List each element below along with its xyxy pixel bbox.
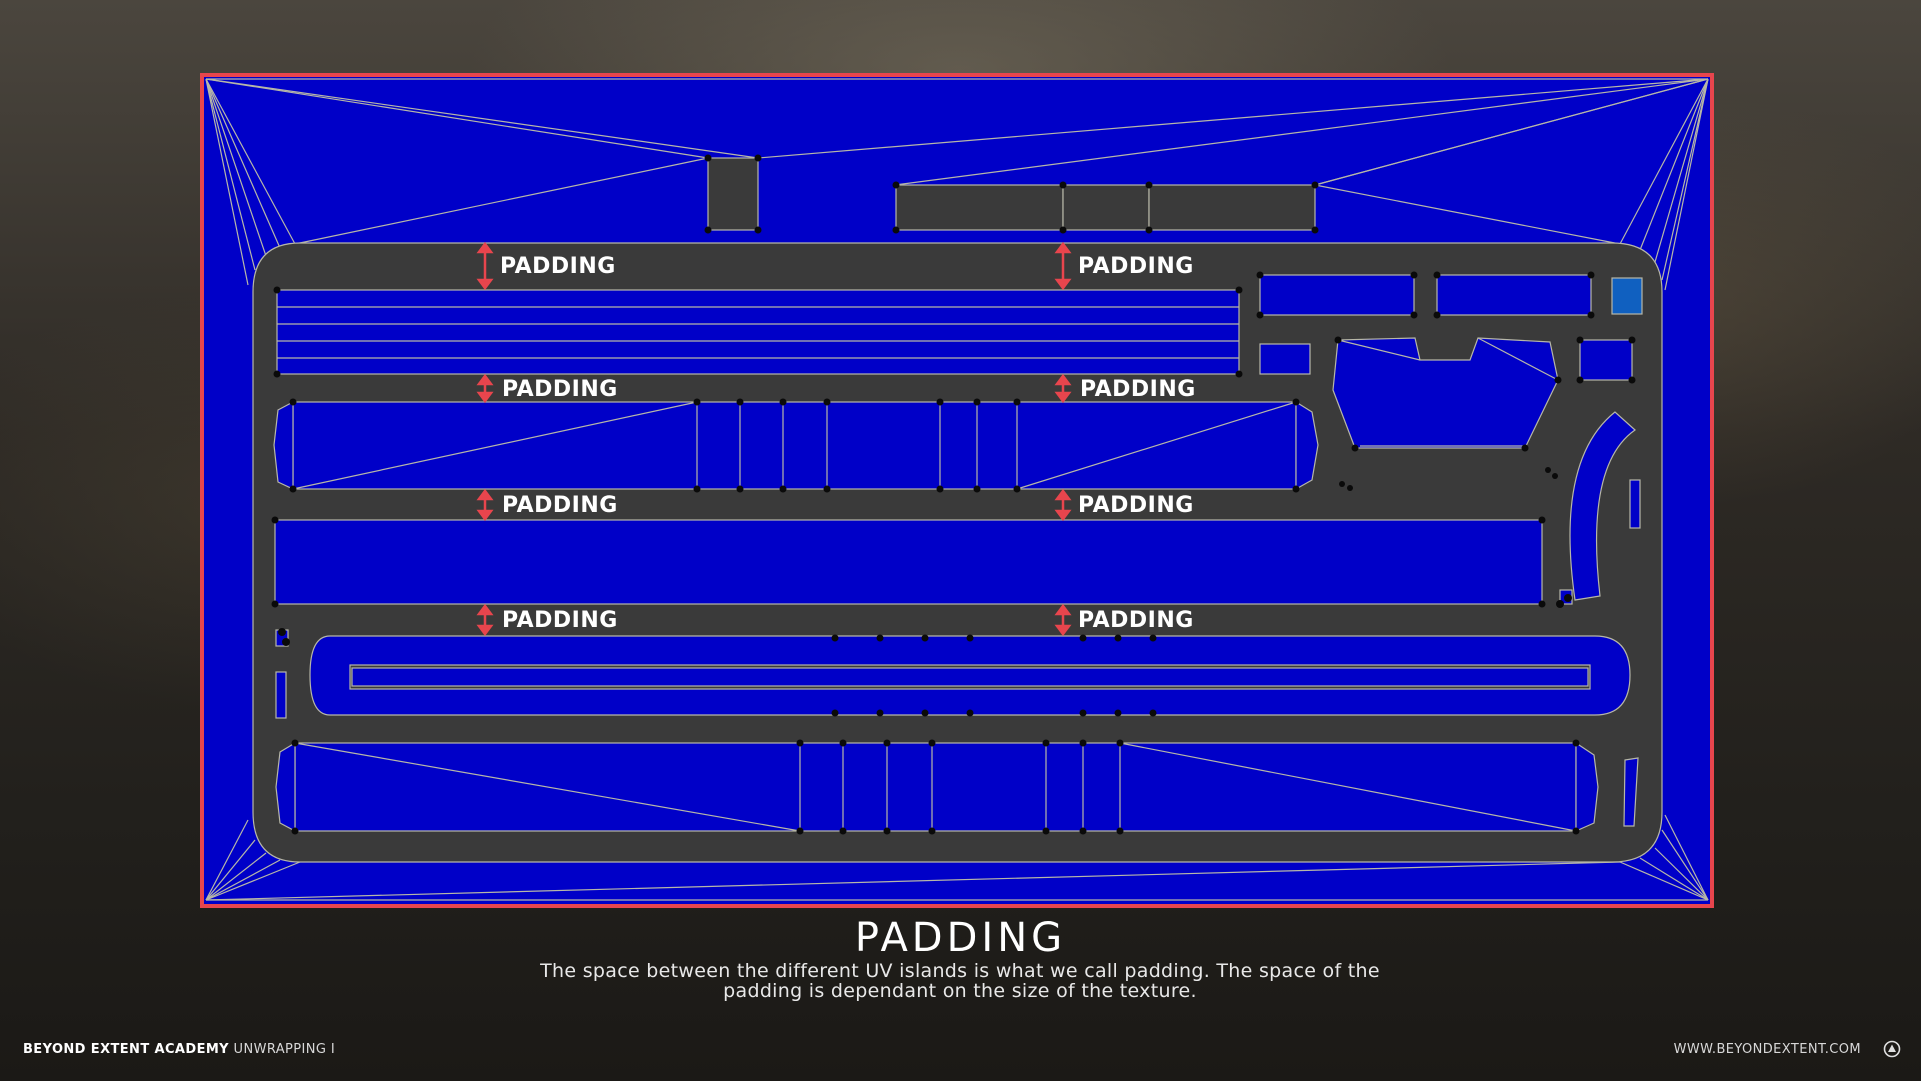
padding-label: PADDING (1078, 493, 1194, 518)
padding-arrows (476, 241, 1072, 637)
top-islands (707, 157, 1316, 231)
padding-arrow-icon (476, 603, 494, 637)
island-row-2 (273, 400, 1319, 491)
island-row-4 (309, 635, 1631, 716)
padding-arrow-icon (1054, 603, 1072, 637)
island-row-3 (274, 519, 1543, 605)
uv-vertices (271, 154, 1636, 835)
padding-label: PADDING (502, 377, 618, 402)
brand-name: BEYOND EXTENT ACADEMY (23, 1042, 229, 1057)
padding-arrow-icon (1054, 488, 1072, 522)
padding-labels: PADDING PADDING PADDING PADDING PADDING … (500, 254, 1196, 633)
padding-label: PADDING (1078, 608, 1194, 633)
outer-triangulation (205, 78, 1709, 901)
padding-arrow-icon (1054, 241, 1072, 291)
page-description: The space between the different UV islan… (540, 960, 1380, 1002)
padding-label: PADDING (1080, 377, 1196, 402)
padding-arrow-icon (476, 241, 494, 291)
padding-label: PADDING (1078, 254, 1194, 279)
padding-arrow-icon (476, 488, 494, 522)
course-name: UNWRAPPING I (233, 1042, 336, 1057)
padding-label: PADDING (502, 608, 618, 633)
island-row-5 (275, 741, 1599, 832)
padding-label: PADDING (500, 254, 616, 279)
uv-tile-border (200, 73, 1714, 908)
padding-arrow-icon (476, 373, 494, 404)
padding-arrow-icon (1054, 373, 1072, 404)
brand-logo-icon (1883, 1040, 1901, 1058)
page-title: PADDING (854, 915, 1067, 961)
footer-brand: BEYOND EXTENT ACADEMY UNWRAPPING I (23, 1042, 335, 1057)
footer-website[interactable]: WWW.BEYONDEXTENT.COM (1673, 1042, 1861, 1057)
right-small-islands (275, 274, 1643, 827)
island-row-1 (276, 289, 1240, 375)
padding-label: PADDING (502, 493, 618, 518)
